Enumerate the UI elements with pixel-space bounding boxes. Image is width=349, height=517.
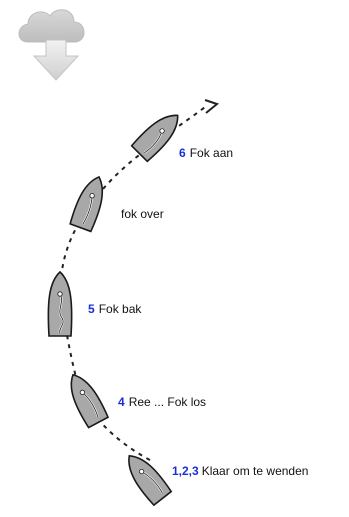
step-number: 4 (118, 395, 125, 409)
boat-position-4 (70, 373, 110, 429)
boat-position-6 (130, 114, 179, 163)
step-number: 1,2,3 (172, 464, 199, 478)
boat-position-5 (47, 270, 73, 337)
cloud-download-icon (18, 9, 85, 81)
step-text: Ree ... Fok los (128, 395, 207, 409)
step-text: Fok bak (98, 302, 142, 316)
step-number: 5 (88, 302, 95, 316)
step-label-fok-over: fok over (121, 207, 164, 221)
step-number: 6 (179, 146, 186, 160)
step-text: Fok aan (189, 146, 234, 160)
step-text: Klaar om te wenden (201, 464, 309, 478)
course-arrow-icon (204, 99, 220, 114)
step-text: fok over (121, 207, 164, 221)
boat-position-fok-over (69, 175, 104, 233)
boat-position-1-2-3 (128, 454, 173, 507)
